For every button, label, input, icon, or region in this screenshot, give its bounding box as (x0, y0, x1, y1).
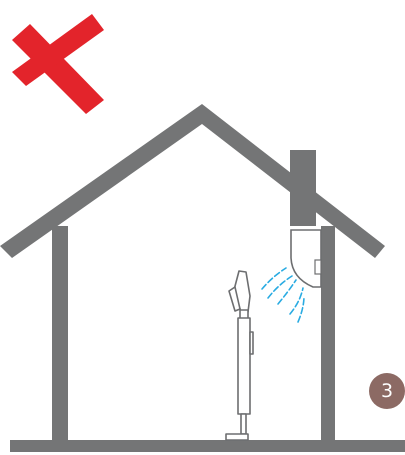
house-left-wall (52, 226, 68, 443)
house (0, 104, 405, 452)
device-base (226, 434, 248, 440)
house-chimney (290, 150, 316, 226)
air-conditioner-body (291, 230, 321, 287)
house-floor (10, 440, 405, 452)
prohibited-x-icon (12, 14, 104, 114)
device-side-bar (250, 332, 253, 354)
device-stand-pole (241, 414, 246, 434)
air-conditioner-vent (315, 260, 321, 274)
standing-device (226, 271, 253, 440)
air-conditioner (291, 230, 321, 287)
airflow-line-1 (262, 268, 286, 289)
house-right-wall (321, 226, 335, 443)
step-number-badge: 3 (369, 373, 405, 409)
airflow-line-5 (298, 296, 304, 322)
device-body (238, 318, 250, 414)
airflow-line-4 (290, 288, 303, 314)
